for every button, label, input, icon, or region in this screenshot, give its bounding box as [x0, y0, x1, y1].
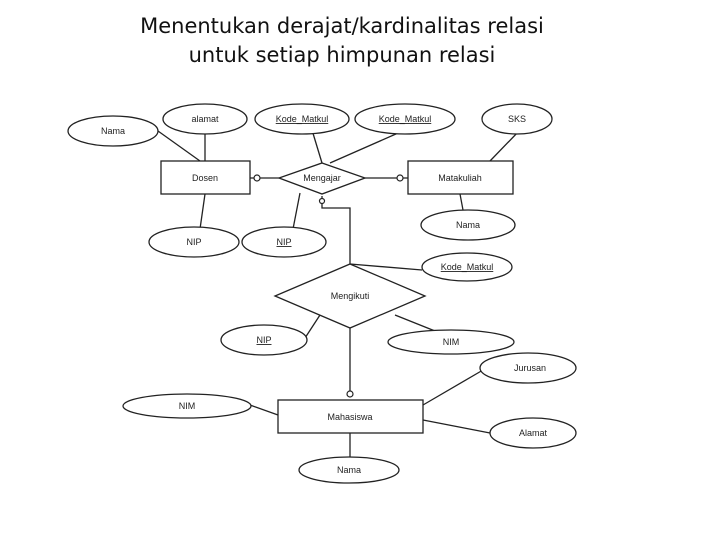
attribute-mk-kode-matkul: Kode_Matkul: [354, 103, 456, 135]
attribute-dosen-alamat: alamat: [162, 103, 248, 135]
svg-text:alamat: alamat: [191, 114, 219, 124]
entity-matakuliah: Matakuliah: [407, 160, 514, 195]
attribute-dosen-nama: Nama: [67, 115, 159, 147]
attribute-mengikuti-nim: NIM: [387, 329, 515, 355]
attribute-mhs-nama: Nama: [298, 456, 400, 484]
attribute-mk-nama: Nama: [420, 209, 516, 241]
svg-text:NIM: NIM: [179, 401, 196, 411]
svg-text:Kode_Matkul: Kode_Matkul: [379, 114, 432, 124]
cardinality-markers: [253, 174, 404, 398]
svg-text:SKS: SKS: [508, 114, 526, 124]
connector-lines: [157, 129, 521, 459]
attribute-mhs-nim: NIM: [122, 393, 252, 419]
cardinality-circle-dosen-mengajar: [253, 174, 261, 182]
attribute-mengikuti-nip: NIP: [220, 324, 308, 356]
cardinality-circle-mahasiswa-mengikuti: [346, 390, 354, 398]
attribute-mengajar-kode-matkul: Kode_Matkul: [254, 103, 350, 135]
title-line-1: Menentukan derajat/kardinalitas relasi: [140, 14, 544, 38]
cardinality-circle-mengajar-mengikuti: [318, 197, 326, 205]
svg-text:Mengikuti: Mengikuti: [331, 291, 370, 301]
svg-text:Mahasiswa: Mahasiswa: [327, 412, 372, 422]
svg-text:Alamat: Alamat: [519, 428, 548, 438]
attribute-dosen-nip: NIP: [148, 226, 240, 258]
attribute-mhs-alamat: Alamat: [489, 417, 577, 449]
svg-text:Nama: Nama: [456, 220, 480, 230]
svg-text:NIM: NIM: [443, 337, 460, 347]
svg-text:Dosen: Dosen: [192, 173, 218, 183]
entity-dosen: Dosen: [160, 160, 251, 195]
relationship-mengikuti: Mengikuti: [273, 263, 427, 329]
slide-title: Menentukan derajat/kardinalitas relasi u…: [0, 12, 684, 70]
attribute-mhs-jurusan: Jurusan: [479, 352, 577, 384]
svg-text:Kode_Matkul: Kode_Matkul: [276, 114, 329, 124]
svg-text:NIP: NIP: [276, 237, 291, 247]
svg-text:Nama: Nama: [101, 126, 125, 136]
svg-text:NIP: NIP: [186, 237, 201, 247]
svg-text:Kode_Matkul: Kode_Matkul: [441, 262, 494, 272]
cardinality-circle-matakuliah-mengajar: [396, 174, 404, 182]
svg-text:NIP: NIP: [256, 335, 271, 345]
svg-text:Nama: Nama: [337, 465, 361, 475]
attribute-mengikuti-kode-matkul: Kode_Matkul: [421, 252, 513, 282]
relationship-mengajar: Mengajar: [277, 162, 367, 195]
svg-text:Jurusan: Jurusan: [514, 363, 546, 373]
attribute-mengajar-nip: NIP: [241, 226, 327, 258]
attribute-mk-sks: SKS: [481, 103, 553, 135]
svg-text:Mengajar: Mengajar: [303, 173, 341, 183]
title-line-2: untuk setiap himpunan relasi: [188, 43, 496, 67]
svg-text:Matakuliah: Matakuliah: [438, 173, 482, 183]
entity-mahasiswa: Mahasiswa: [277, 399, 424, 434]
